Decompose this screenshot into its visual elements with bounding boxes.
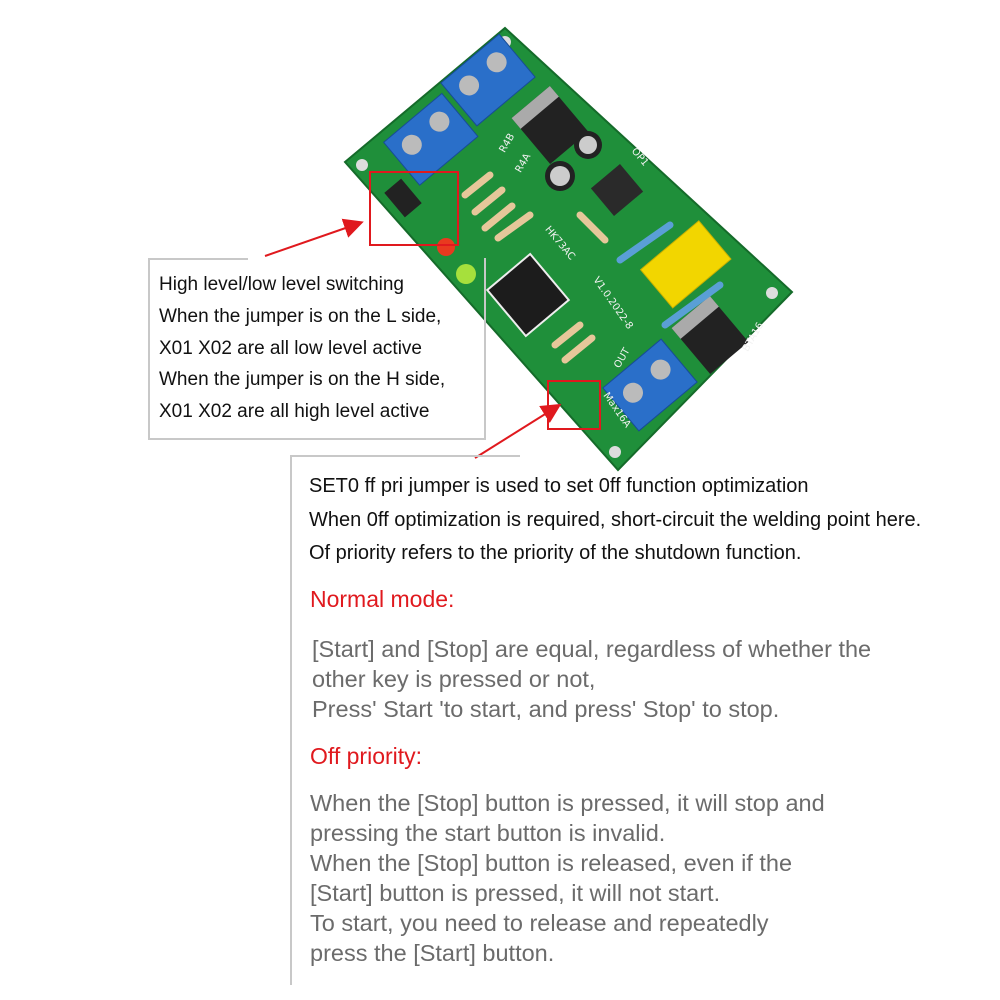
- jumper-arrow: [264, 218, 364, 257]
- normal-mode-line: Press' Start 'to start, and press' Stop'…: [312, 696, 780, 722]
- optocoupler: [590, 163, 644, 217]
- callout-line: When the jumper is on the L side,: [159, 306, 442, 327]
- off-priority-line: pressing the start button is invalid.: [310, 820, 666, 846]
- off-priority-line: press the [Start] button.: [310, 940, 555, 966]
- off-priority-line: [Start] button is pressed, it will not s…: [310, 880, 721, 906]
- set-intro-line: Of priority refers to the priority of th…: [309, 542, 802, 564]
- terminal-block-out: [602, 338, 698, 432]
- callout-jumper-top-rule: [148, 258, 248, 260]
- callout-line: When the jumper is on the H side,: [159, 369, 446, 390]
- set-arrow: [474, 403, 562, 459]
- normal-mode-heading: Normal mode:: [310, 586, 455, 612]
- callout-line: High level/low level switching: [159, 274, 404, 295]
- off-priority-line: When the [Stop] button is released, even…: [310, 850, 793, 876]
- off-priority-line: When the [Stop] button is pressed, it wi…: [310, 790, 825, 816]
- off-priority-line: To start, you need to release and repeat…: [310, 910, 769, 936]
- red-led: [437, 238, 455, 256]
- callout-line: X01 X02 are all low level active: [159, 338, 422, 359]
- callout-line: X01 X02 are all high level active: [159, 401, 430, 422]
- callout-jumper: High level/low level switching When the …: [148, 258, 486, 440]
- green-led: [456, 264, 476, 284]
- callout-set-border: [290, 455, 292, 985]
- normal-mode-line: other key is pressed or not,: [312, 666, 596, 692]
- set-intro-line: SET0 ff pri jumper is used to set 0ff fu…: [309, 475, 809, 497]
- yellow-capacitor: [639, 220, 732, 309]
- terminal-block-top: [440, 33, 536, 127]
- terminal-block-left: [382, 92, 479, 186]
- ic-u2: [485, 252, 571, 338]
- set-intro-line: When 0ff optimization is required, short…: [309, 509, 922, 531]
- jumper-highlight-box: [369, 171, 459, 246]
- normal-mode-line: [Start] and [Stop] are equal, regardless…: [312, 636, 872, 662]
- callout-set-top-rule: [290, 455, 520, 457]
- off-priority-heading: Off priority:: [310, 743, 423, 769]
